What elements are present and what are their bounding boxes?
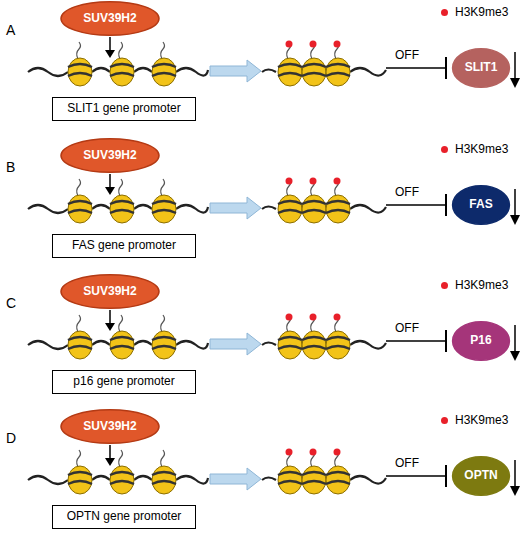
node-label: SUV39H2 [83,149,136,162]
enzyme-ellipse: SUV39H2 [60,409,160,444]
promoter-label: FAS gene promoter [72,239,176,252]
off-label: OFF [395,321,419,335]
node-label: FAS [469,198,492,211]
node-label: P16 [470,334,491,347]
promoter-label: p16 gene promoter [73,375,174,388]
enzyme-ellipse: SUV39H2 [60,274,160,309]
promoter-box: OPTN gene promoter [52,505,196,529]
off-label: OFF [395,185,419,199]
node-label: SLIT1 [465,61,498,74]
legend-swatch [441,417,448,424]
protein-ellipse: OPTN [452,456,510,496]
legend-text: H3K9me3 [455,413,508,427]
enzyme-ellipse: SUV39H2 [60,138,160,173]
protein-ellipse: SLIT1 [452,48,510,88]
promoter-label: SLIT1 gene promoter [67,102,180,115]
promoter-label: OPTN gene promoter [67,510,182,523]
node-label: SUV39H2 [83,12,136,25]
legend-swatch [441,9,448,16]
node-label: SUV39H2 [83,420,136,433]
panel-letter: A [6,22,15,38]
protein-ellipse: P16 [452,321,510,361]
promoter-box: SLIT1 gene promoter [52,97,196,121]
panel-letter: B [6,159,15,175]
node-label: OPTN [464,469,497,482]
node-label: SUV39H2 [83,285,136,298]
off-label: OFF [395,456,419,470]
legend-text: H3K9me3 [455,5,508,19]
panel-letter: D [6,430,16,446]
protein-ellipse: FAS [452,185,510,225]
legend-text: H3K9me3 [455,142,508,156]
promoter-box: FAS gene promoter [52,234,196,258]
enzyme-ellipse: SUV39H2 [60,1,160,36]
legend-swatch [441,282,448,289]
legend-text: H3K9me3 [455,278,508,292]
promoter-box: p16 gene promoter [52,370,196,394]
legend-swatch [441,146,448,153]
off-label: OFF [395,48,419,62]
panel-letter: C [6,295,16,311]
